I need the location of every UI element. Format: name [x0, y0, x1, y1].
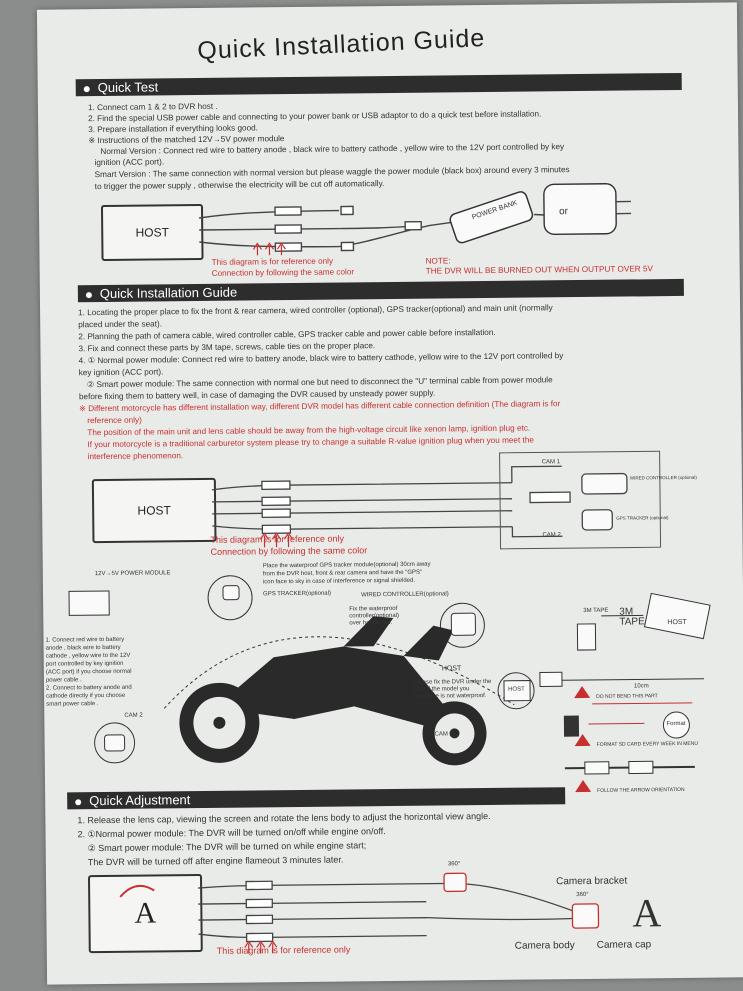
- instruction-sheet: Quick Installation Guide Quick Test 1. C…: [37, 2, 743, 984]
- letter-a-large: A: [632, 891, 661, 935]
- camera-cap-label: Camera cap: [597, 939, 652, 951]
- degree-label: 360°: [448, 861, 460, 867]
- camera-bracket-label: Camera bracket: [556, 876, 627, 888]
- camera-body-label: Camera body: [515, 940, 575, 952]
- adjust-wiring: [37, 2, 743, 984]
- diagram-note: This diagram is for reference only: [217, 944, 351, 956]
- degree-label: 360°: [576, 892, 588, 898]
